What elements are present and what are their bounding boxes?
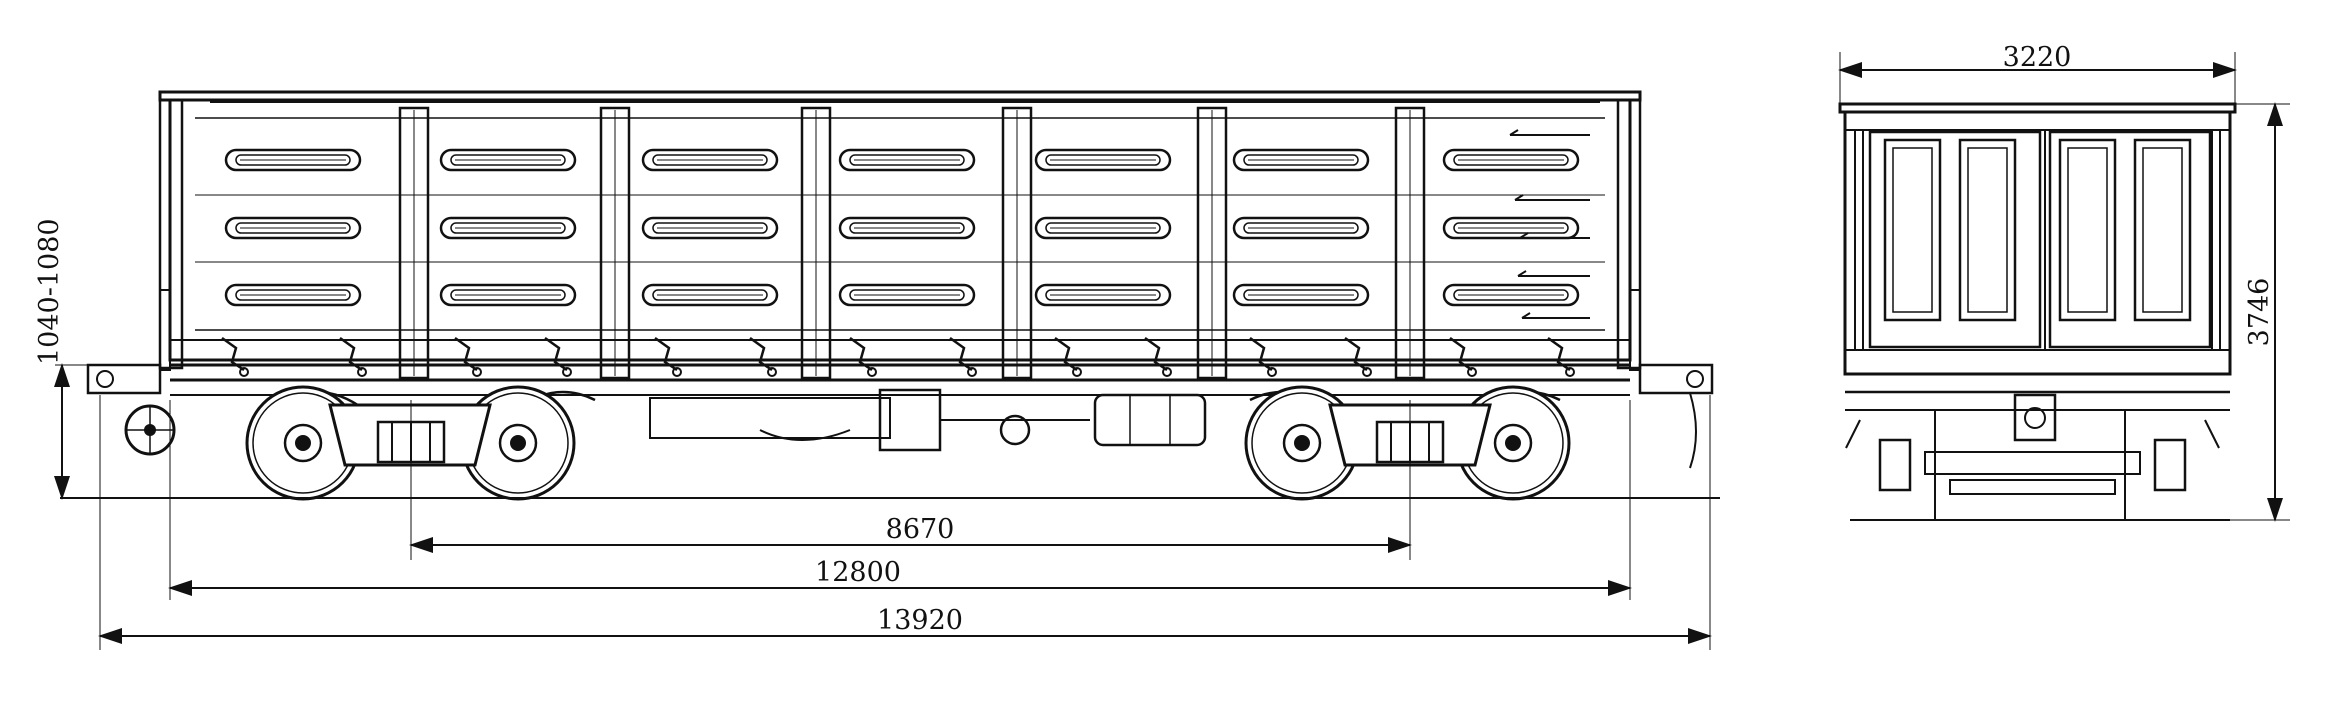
dim-frame-length: 12800	[168, 400, 1632, 600]
end-doors	[1868, 130, 2212, 350]
end-running-gear	[1845, 393, 2220, 520]
door-locks	[220, 336, 1576, 378]
dim-bogie-centers-label: 8670	[886, 514, 955, 545]
side-view: 1040-1080 8670 12800 13920	[34, 90, 1720, 650]
dim-bogie-centers: 8670	[409, 400, 1412, 560]
stanchions	[398, 106, 1426, 380]
dim-height: 3746	[2230, 102, 2290, 522]
bogie-left	[245, 385, 596, 501]
dim-width-label: 3220	[2003, 42, 2072, 73]
car-body	[158, 90, 1642, 396]
panel-slots	[224, 129, 1590, 319]
dim-coupler-length-label: 13920	[877, 605, 963, 636]
end-view: 3220 3746	[1838, 42, 2290, 522]
dim-coupler-height: 1040-1080	[34, 218, 160, 500]
hand-brake-wheel	[124, 404, 176, 456]
dim-coupler-length: 13920	[98, 395, 1712, 650]
dim-frame-length-label: 12800	[815, 557, 901, 588]
underframe-equipment	[649, 388, 1207, 452]
end-body	[1838, 102, 2237, 411]
couplers	[86, 363, 1714, 469]
dim-coupler-height-label: 1040-1080	[34, 218, 65, 365]
bogie-right	[1244, 385, 1571, 501]
dim-height-label: 3746	[2244, 278, 2275, 347]
dim-width: 3220	[1838, 42, 2237, 104]
